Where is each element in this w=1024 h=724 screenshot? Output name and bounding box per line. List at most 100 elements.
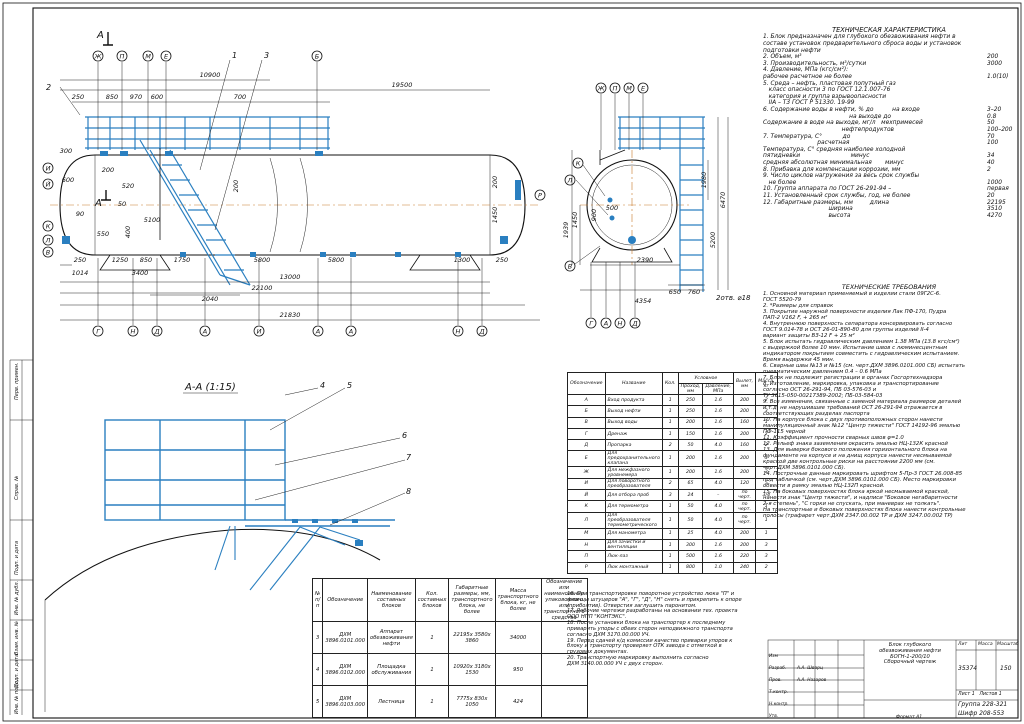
note-line: блоку и транспорту проверяет ОТК завода … <box>567 643 722 650</box>
title-sheet-no: 1 <box>971 692 975 697</box>
table-cell: 2 <box>755 561 778 574</box>
letter-left-2: К <box>46 223 51 231</box>
title-doc-no: 35374 <box>958 665 978 672</box>
tech-char-value: 34 <box>987 153 995 160</box>
tech-req-title: ТЕХНИЧЕСКИЕ ТРЕБОВАНИЯ <box>841 283 937 291</box>
title-role-row: Пров.А.А. Назаров <box>769 678 839 691</box>
table-cell: 1 <box>661 527 679 540</box>
table-cell: 3 <box>755 405 778 418</box>
table-cell: Б <box>567 405 606 418</box>
title-sheet: Лист 1 Листов 1 <box>958 692 1002 697</box>
table-cell: 1 <box>661 500 679 513</box>
side-letter-bottom-0: Г <box>589 320 594 328</box>
callout-7: 7 <box>406 453 412 462</box>
note-line: 20. Транспортную маркировку выполнить со… <box>567 654 709 661</box>
table-cell: 200 <box>733 466 757 479</box>
view-marker-top: А <box>96 30 104 41</box>
letter-top-0: Ж <box>93 53 102 61</box>
tech-char-text: на выходе до <box>763 113 891 120</box>
tech-req-line: 9. Все изменения, связанные с заменой ма… <box>763 398 962 405</box>
table-cell: Люк-лаз <box>604 550 663 563</box>
dim-side-5200: 5200 <box>709 232 717 249</box>
side-letter-top-2: М <box>626 85 632 93</box>
dim-side-900: 900 <box>590 209 598 221</box>
tech-char-text: 8. Прибавка для компенсации коррозии, мм <box>763 166 901 173</box>
tech-char-value: 1000 <box>987 179 1002 186</box>
tech-req-line: На транспортные и боковых поверхностях б… <box>763 506 966 513</box>
table-cell: Пропарка <box>604 439 663 452</box>
table-cell: 200 <box>677 466 704 479</box>
table-cell: Для отбора проб <box>604 489 663 502</box>
tech-char-line: 9. Число циклов нагружения за весь срок … <box>763 173 1015 180</box>
dim-90: 90 <box>76 210 84 218</box>
tech-char-line: 8. Прибавка для компенсации коррозии, мм… <box>763 167 1015 174</box>
title-role-row: Разраб.А.А. Шварц <box>769 666 839 679</box>
table-cell <box>540 685 588 718</box>
tech-char-text: 11. Установленный срок службы, год, не б… <box>763 193 911 199</box>
inner-frame <box>32 7 1019 719</box>
tech-char-value <box>987 81 1015 88</box>
nozzle-th-4: Давление, МПа <box>702 383 735 395</box>
tech-req-line: 4. Внутреннюю поверхность сепаратора кон… <box>763 321 953 328</box>
table-cell: 1 <box>661 538 679 552</box>
dim-19500: 19500 <box>392 81 413 89</box>
tech-char-lines: 1. Блок предназначен для глубокого обезв… <box>763 34 1015 219</box>
table-cell: 240 <box>733 561 757 574</box>
tech-req-line: 11. Коэффициент прочности сварных швов φ… <box>763 434 904 441</box>
title-group: Группа 228-321 <box>958 701 1008 708</box>
callout-1: 1 <box>232 51 237 60</box>
dim-side-1980: 1980 <box>700 172 708 189</box>
table-cell: Г <box>567 427 606 441</box>
tech-char-text: 3. Производительность, м³/сутки <box>763 60 867 67</box>
tech-req-line: ТУ 3615-050-00217389-2002; ПБ-03-584-03 <box>763 392 883 399</box>
spec-table: № п/п Обозначение Наименование составных… <box>311 578 588 718</box>
tech-char-value <box>987 67 1015 74</box>
table-cell: Д <box>567 439 606 452</box>
tech-char-line: подготовки нефти <box>763 48 1015 55</box>
title-role-row: Изм <box>769 654 839 667</box>
title-name-4: Сборочный чертеж <box>883 659 937 666</box>
tech-req-line: и т.д. не нарушившие требований ОСТ 26-2… <box>763 404 943 411</box>
letter-bottom-7: Н <box>456 328 461 336</box>
letter-right: Р <box>538 192 542 200</box>
side-letter-top-0: Ж <box>596 85 605 93</box>
tech-req-line: пневматическим давлением 0.4 – 0.6 МПа <box>763 368 882 375</box>
dim-10900: 10900 <box>200 71 221 79</box>
title-person: А.А. Назаров <box>797 678 827 683</box>
table-cell <box>540 621 588 654</box>
tech-req-line: черт.ДХМ 3896.0101.000 СБ). <box>763 464 846 471</box>
tech-req-lines: 1. Основной материал применяемый в издел… <box>763 291 1015 518</box>
table-cell: В <box>567 416 606 429</box>
table-cell: 3 <box>755 466 778 479</box>
dim-250c: 250 <box>496 256 508 264</box>
tech-char-text: подготовки нефти <box>763 47 821 54</box>
title-sheets-label: Листов <box>979 692 998 697</box>
tech-char-line: пятидневки минус 34 <box>763 153 1015 160</box>
title-role: Т.контр. <box>769 690 789 695</box>
tech-char-value: 50 <box>987 120 995 127</box>
spec-th-0: № п/п <box>311 578 324 622</box>
tech-char-text: Температура, С° средняя наиболее холодно… <box>763 146 906 153</box>
tech-req-line: 6. Сварные швы №13 и №15 (см. черт.ДХМ 3… <box>763 362 965 369</box>
letter-top-4: Б <box>315 53 320 61</box>
tech-char-line: 11. Установленный срок службы, год, не б… <box>763 193 1015 200</box>
table-cell: Л <box>567 511 606 529</box>
section-arrow-top <box>103 32 113 46</box>
tech-char-text: Содержание в воде на выходе, мг/л мехпри… <box>763 120 923 127</box>
tech-char-value <box>987 41 1015 48</box>
tech-req-line: манипуляционный знак №12 "Центр тяжести"… <box>763 422 961 429</box>
table-cell: 1.6 <box>702 416 735 429</box>
dim-side-650: 650 <box>669 288 681 296</box>
tech-char-text: высота <box>763 212 851 219</box>
tech-char-text: средняя абсолютная минимальная минус <box>763 159 904 166</box>
dim-700: 700 <box>234 93 246 101</box>
nozzle-table: Обозначение Название Кол. Условное Вылет… <box>567 372 778 574</box>
tech-req-line: соответствующих разделах паспорта <box>763 410 870 417</box>
tech-char-text: пятидневки минус <box>763 153 870 160</box>
